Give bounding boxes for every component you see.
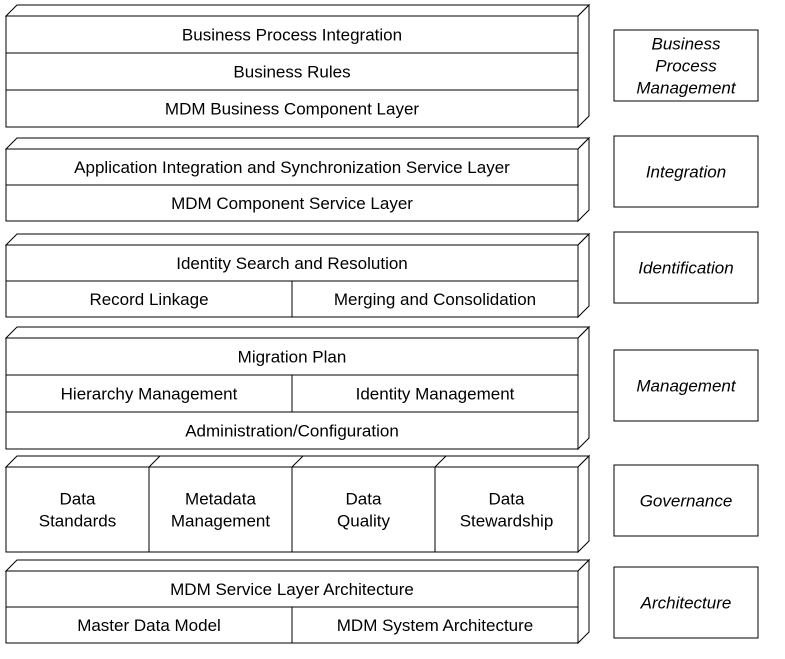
category-label: Governance	[640, 492, 733, 511]
category-box	[613, 464, 759, 537]
cell-label: MDM System Architecture	[337, 616, 534, 635]
cell-box	[5, 280, 293, 318]
layer-side-face	[577, 136, 590, 223]
cell-label: Hierarchy Management	[61, 385, 238, 404]
cell-record-linkage: Record Linkage	[5, 280, 293, 318]
cell-application-integration-and-synchronization-service-layer: Application Integration and Synchronizat…	[5, 148, 579, 186]
cell-mdm-business-component-layer: MDM Business Component Layer	[5, 89, 579, 128]
cell-label: Migration Plan	[238, 348, 347, 367]
cell-label: Administration/Configuration	[185, 422, 399, 441]
layer-top-face	[4, 233, 591, 246]
cell-label: MDM Component Service Layer	[171, 194, 413, 213]
cell-mdm-service-layer-architecture: MDM Service Layer Architecture	[5, 570, 579, 608]
cell-box	[5, 184, 579, 222]
cell-label: Data	[60, 490, 96, 509]
cell-box	[5, 411, 579, 450]
cell-top-divider	[434, 455, 447, 468]
cell-identity-search-and-resolution: Identity Search and Resolution	[5, 244, 579, 282]
category-label: Management	[636, 79, 737, 98]
cell-label: Management	[171, 512, 271, 531]
cell-master-data-model: Master Data Model	[5, 606, 293, 644]
cell-mdm-component-service-layer: MDM Component Service Layer	[5, 184, 579, 222]
category-identification: Identification	[613, 231, 759, 304]
category-label: Identification	[638, 259, 733, 278]
category-management: Management	[613, 349, 759, 422]
cell-label: Business Rules	[233, 63, 350, 82]
category-architecture: Architecture	[613, 566, 759, 639]
layer-top-face	[4, 326, 591, 339]
category-box	[613, 135, 759, 208]
cell-box	[148, 466, 293, 553]
layer-top-face	[4, 4, 591, 17]
category-label: Architecture	[640, 594, 732, 613]
cell-box	[5, 244, 579, 282]
cell-label: Merging and Consolidation	[334, 290, 536, 309]
cell-label: Standards	[39, 512, 117, 531]
cell-migration-plan: Migration Plan	[5, 337, 579, 376]
category-box	[613, 231, 759, 304]
cell-label: Metadata	[185, 490, 256, 509]
category-governance: Governance	[613, 464, 759, 537]
cell-business-process-integration: Business Process Integration	[5, 15, 579, 54]
cell-label: Record Linkage	[89, 290, 208, 309]
cell-box	[434, 466, 579, 553]
cell-top-divider	[291, 455, 304, 468]
cell-box	[5, 52, 579, 91]
cell-box	[291, 374, 579, 413]
layer-governance: DataStandardsMetadataManagementDataQuali…	[4, 454, 591, 554]
cell-label: Application Integration and Synchronizat…	[74, 158, 510, 177]
cell-box	[5, 89, 579, 128]
cell-box	[5, 606, 293, 644]
layer-integration: Application Integration and Synchronizat…	[4, 136, 591, 223]
category-box	[613, 29, 759, 102]
layer-side-face	[577, 232, 590, 319]
cell-hierarchy-management: Hierarchy Management	[5, 374, 293, 413]
cell-label: Data	[346, 490, 382, 509]
cell-top-divider	[148, 455, 161, 468]
category-box	[613, 349, 759, 422]
cell-box	[291, 466, 436, 553]
layer-side-face	[577, 454, 590, 554]
category-label: Process	[655, 57, 717, 76]
cell-label: Stewardship	[460, 512, 554, 531]
category-label: Management	[636, 377, 737, 396]
layer-side-face	[577, 558, 590, 645]
cell-label: MDM Service Layer Architecture	[170, 580, 414, 599]
category-box	[613, 566, 759, 639]
cell-label: MDM Business Component Layer	[165, 100, 420, 119]
cell-label: Identity Management	[356, 385, 515, 404]
cell-label: Business Process Integration	[182, 26, 402, 45]
layer-top-face	[4, 559, 591, 572]
cell-identity-management: Identity Management	[291, 374, 579, 413]
cell-business-rules: Business Rules	[5, 52, 579, 91]
category-label: Business	[652, 35, 721, 54]
cell-box	[291, 606, 579, 644]
cell-box	[291, 280, 579, 318]
layer-side-face	[577, 3, 590, 129]
cell-box	[5, 337, 579, 376]
cell-label: Quality	[337, 512, 390, 531]
cell-label: Master Data Model	[77, 616, 221, 635]
category-label: Integration	[646, 163, 726, 182]
cell-administration-configuration: Administration/Configuration	[5, 411, 579, 450]
cell-mdm-system-architecture: MDM System Architecture	[291, 606, 579, 644]
cell-merging-and-consolidation: Merging and Consolidation	[291, 280, 579, 318]
category-integration: Integration	[613, 135, 759, 208]
layer-side-face	[577, 325, 590, 451]
cell-label: Data	[489, 490, 525, 509]
cell-label: Identity Search and Resolution	[176, 254, 408, 273]
cell-box	[5, 466, 150, 553]
layer-top-face	[4, 137, 591, 150]
cell-box	[5, 15, 579, 54]
